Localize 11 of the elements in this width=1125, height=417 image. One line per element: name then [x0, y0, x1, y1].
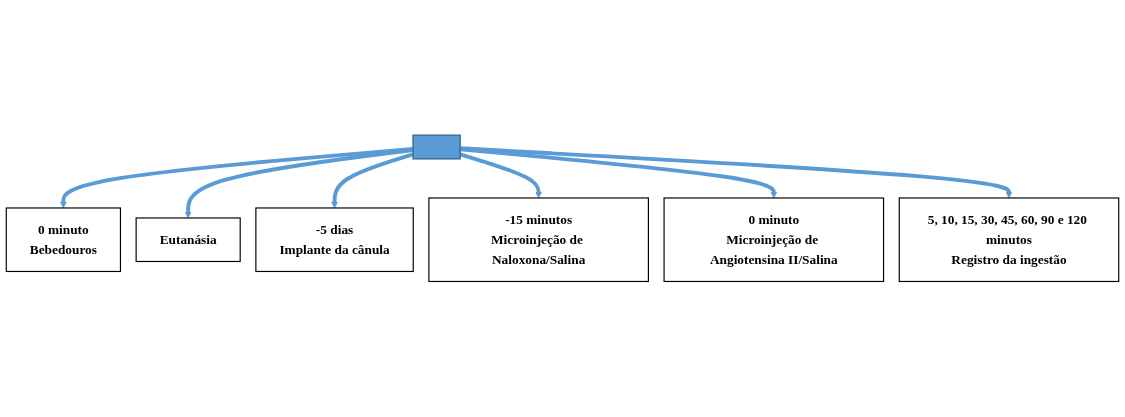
node-box: -5 dias Implante da cânula: [255, 207, 414, 273]
node-bar: [412, 134, 461, 160]
arrow: [184, 148, 414, 219]
arrow: [331, 152, 414, 209]
node-box: 0 minuto Microinjeção de Angiotensina II/Salina: [663, 197, 885, 283]
node-box: -15 minutos Microinjeção de Naloxona/Salina: [428, 197, 649, 283]
node-box: 5, 10, 15, 30, 45, 60, 90 e 120 minutos Registro da ingestão: [898, 197, 1120, 283]
node-box: Eutanásia: [135, 217, 241, 263]
arrow: [460, 146, 1013, 199]
node-box: 0 minuto Bebedouros: [5, 207, 122, 273]
arrow: [59, 147, 414, 209]
